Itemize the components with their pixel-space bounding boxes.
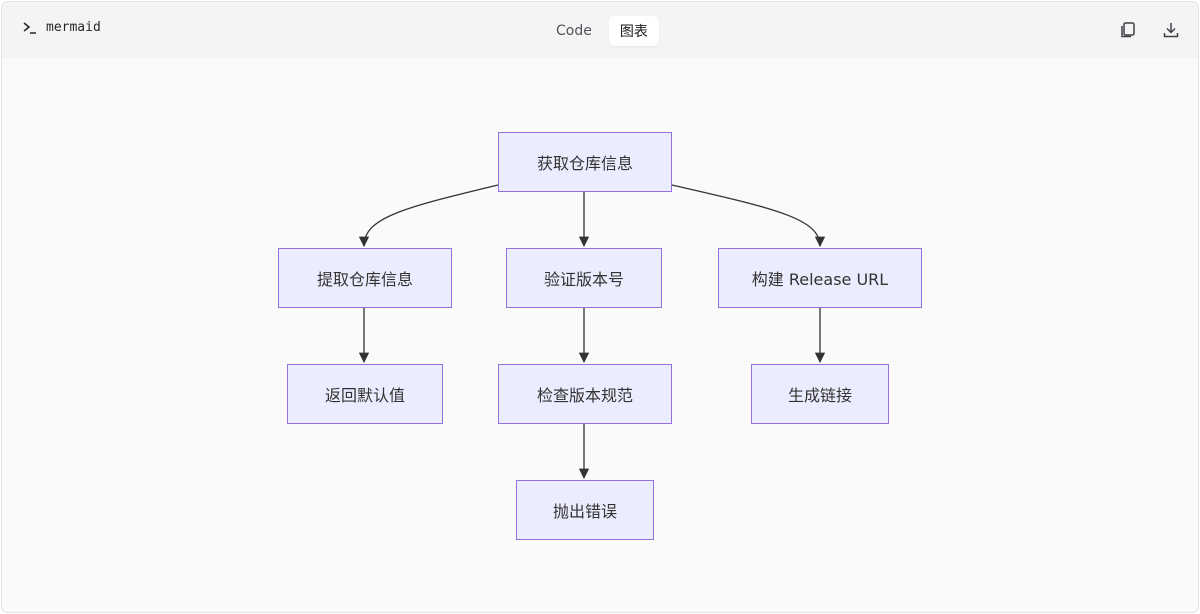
node-fetch-repo-info: 获取仓库信息 xyxy=(498,132,672,192)
node-throw-error: 抛出错误 xyxy=(516,480,654,540)
view-tabs: Code 图表 xyxy=(545,16,659,46)
diagram-canvas: 获取仓库信息 提取仓库信息 验证版本号 构建 Release URL 返回默认值… xyxy=(2,58,1198,612)
download-button[interactable] xyxy=(1160,19,1182,41)
node-verify-version: 验证版本号 xyxy=(506,248,662,308)
language-name: mermaid xyxy=(46,20,101,35)
download-icon xyxy=(1163,23,1179,38)
language-label: mermaid xyxy=(22,20,101,35)
edge-fetch-to-build xyxy=(671,184,826,248)
copy-icon xyxy=(1121,22,1135,38)
edge-fetch-to-extract xyxy=(358,184,499,248)
node-generate-link: 生成链接 xyxy=(751,364,889,424)
copy-button[interactable] xyxy=(1117,19,1139,41)
node-build-release-url: 构建 Release URL xyxy=(718,248,922,308)
node-extract-repo-info: 提取仓库信息 xyxy=(278,248,452,308)
code-block-toolbar: mermaid Code 图表 xyxy=(2,2,1198,58)
node-return-default: 返回默认值 xyxy=(287,364,443,424)
terminal-icon xyxy=(23,21,36,34)
tab-diagram[interactable]: 图表 xyxy=(608,16,659,46)
edges-layer xyxy=(358,184,826,480)
node-check-version-spec: 检查版本规范 xyxy=(498,364,672,424)
tab-code[interactable]: Code xyxy=(556,23,592,39)
